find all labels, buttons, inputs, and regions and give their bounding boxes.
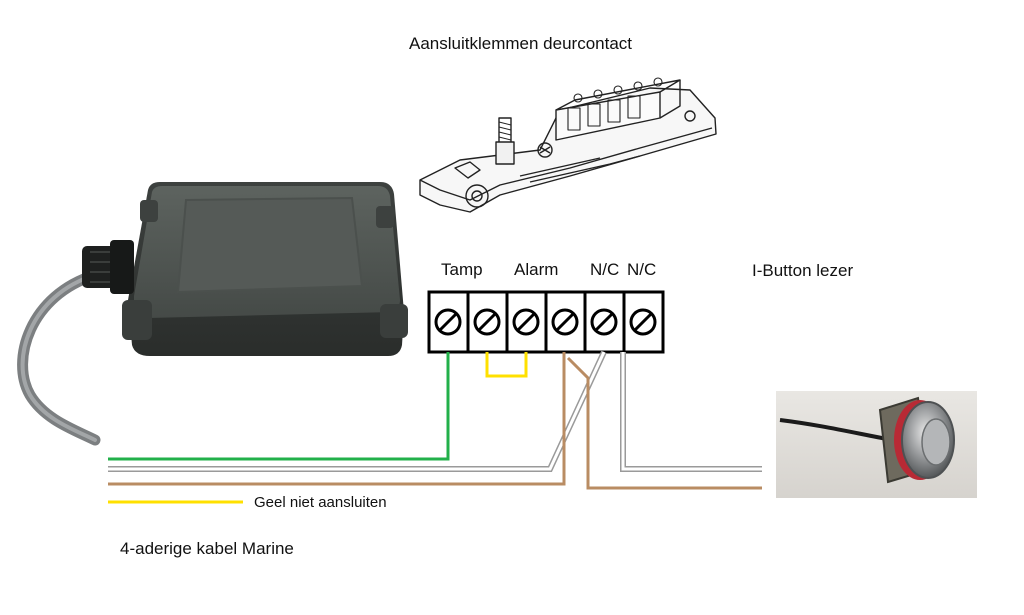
door-contact-drawing (419, 77, 717, 213)
white-wire (108, 350, 607, 472)
terminal-block (427, 290, 665, 354)
terminal-screw-5 (590, 308, 618, 336)
junction-box-photo (82, 182, 408, 356)
brown-wire-ibutton (566, 356, 762, 490)
terminal-screw-3 (512, 308, 540, 336)
terminal-label-tamp: Tamp (441, 260, 483, 279)
terminal-label-nc-1: N/C (590, 260, 620, 279)
yellow-jumper (485, 352, 528, 378)
terminal-screw-2 (473, 308, 501, 336)
cable-label: 4-aderige kabel Marine (120, 539, 294, 558)
terminal-label-alarm: Alarm (514, 260, 559, 279)
ibutton-label: I-Button lezer (752, 261, 854, 280)
green-wire (108, 352, 450, 461)
ibutton-reader-photo (776, 391, 977, 498)
white-wire-ibutton (620, 352, 762, 472)
grey-cable (17, 269, 101, 446)
terminal-label-nc-2: N/C (627, 260, 657, 279)
terminal-screw-6 (629, 308, 657, 336)
brown-wire (108, 352, 566, 486)
terminal-screw-1 (434, 308, 462, 336)
terminal-screw-4 (551, 308, 579, 336)
diagram-title: Aansluitklemmen deurcontact (409, 34, 633, 53)
yellow-wire-note: Geel niet aansluiten (254, 494, 387, 511)
